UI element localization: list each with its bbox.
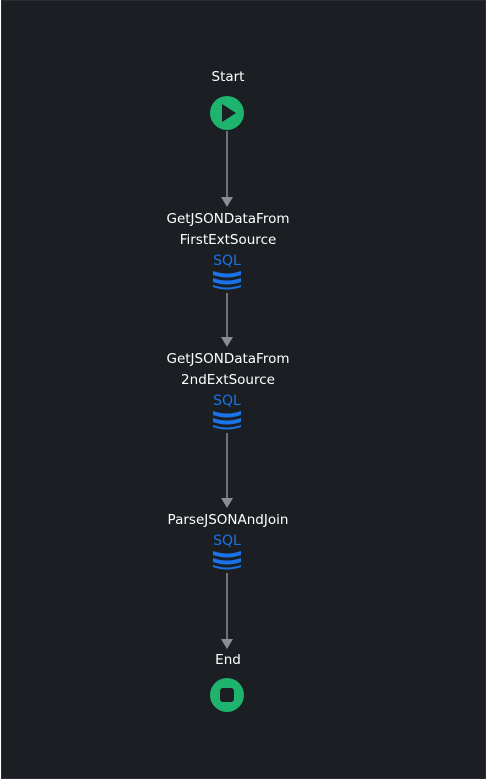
step-1-label[interactable]: GetJSONDataFrom FirstExtSource (128, 209, 328, 251)
end-label: End (215, 652, 241, 668)
step-1-label-line1: GetJSONDataFrom (166, 211, 290, 227)
sql-icon-text: SQL (213, 253, 241, 269)
step-1-label-line2: FirstExtSource (179, 232, 277, 248)
sql-icon-text: SQL (213, 533, 241, 549)
connector-arrow (221, 197, 233, 207)
sql-database-icon[interactable]: SQL (209, 530, 245, 572)
sql-database-icon[interactable]: SQL (209, 390, 245, 432)
sql-database-icon[interactable]: SQL (209, 250, 245, 292)
step-3-label[interactable]: ParseJSONAndJoin (128, 510, 328, 531)
step-2-label[interactable]: GetJSONDataFrom 2ndExtSource (128, 349, 328, 391)
step-2-label-line2: 2ndExtSource (181, 372, 275, 388)
start-label: Start (211, 69, 245, 85)
step-2-label-line1: GetJSONDataFrom (166, 351, 290, 367)
step-3-label-line1: ParseJSONAndJoin (167, 512, 289, 528)
connector-arrow (221, 498, 233, 508)
connector-arrow (221, 639, 233, 649)
stop-icon[interactable] (209, 677, 245, 713)
connector-arrow (221, 337, 233, 347)
sql-icon-text: SQL (213, 393, 241, 409)
play-icon[interactable] (209, 95, 245, 131)
